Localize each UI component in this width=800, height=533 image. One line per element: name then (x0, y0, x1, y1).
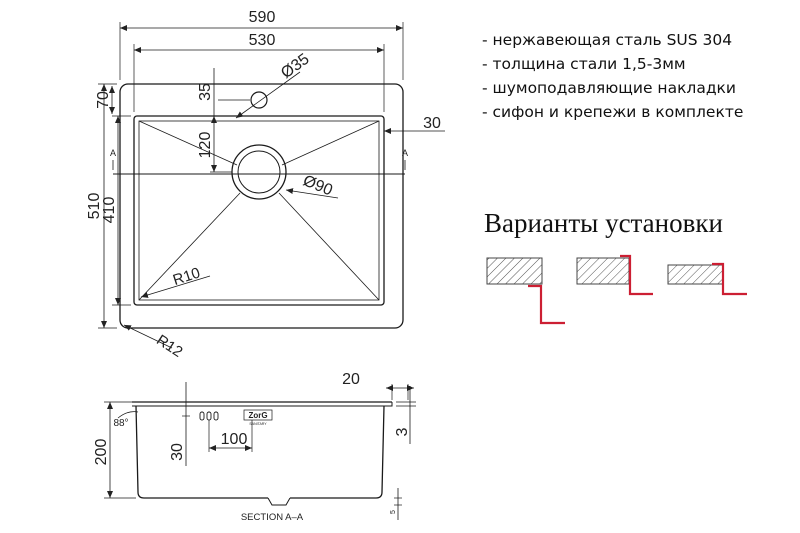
dim-tap-hole-diameter: Ø35 (278, 51, 313, 83)
dim-overflow-spacing: 100 (221, 431, 248, 448)
section-mark-right: A (402, 148, 408, 158)
spec-item: - нержавеющая сталь SUS 304 (482, 31, 733, 49)
dim-width-inner: 530 (249, 32, 276, 49)
dim-rim-side: 30 (423, 115, 441, 132)
overflow-holes (199, 411, 219, 421)
install-variant-topmount (667, 262, 747, 296)
dim-outer-radius: R12 (153, 332, 185, 361)
dim-height-inner: 410 (101, 197, 118, 224)
spec-list: - нержавеющая сталь SUS 304 - толщина ст… (482, 28, 743, 124)
spec-item: - толщина стали 1,5-3мм (482, 55, 686, 73)
brand-logo: ZorG SANITARY (243, 409, 273, 426)
inner-bowl (133, 115, 385, 306)
dim-rim-top: 70 (95, 91, 112, 109)
dim-flange-width: 20 (342, 371, 360, 388)
svg-text:SANITARY: SANITARY (249, 422, 267, 426)
dim-angle: 88° (113, 418, 128, 429)
section-mark-left: A (110, 148, 116, 158)
svg-text:ZorG: ZorG (248, 411, 267, 420)
spec-item: - сифон и крепежи в комплекте (482, 103, 744, 121)
dim-drain-diameter: Ø90 (300, 172, 335, 199)
dim-depth: 200 (93, 439, 110, 466)
dim-drain-offset: 120 (197, 132, 214, 159)
tap-hole (250, 91, 268, 109)
install-variant-undermount (486, 257, 565, 325)
section-view (104, 382, 416, 520)
section-caption: SECTION A–A (241, 512, 304, 523)
top-view (98, 22, 445, 349)
dim-flange-thickness: 3 (394, 427, 411, 436)
install-variants-title: Варианты установки (484, 208, 723, 238)
spec-item: - шумоподавляющие накладки (482, 79, 736, 97)
dim-height-outer: 510 (86, 193, 103, 220)
install-variant-flush (576, 254, 653, 296)
dim-overflow-height: 30 (169, 443, 186, 461)
dim-hole-offset: 35 (197, 83, 214, 101)
dim-bottom-offset: 5 (390, 510, 397, 514)
dim-width-outer: 590 (249, 9, 276, 26)
dim-inner-radius: R10 (171, 264, 202, 289)
drain-hole (231, 144, 287, 200)
